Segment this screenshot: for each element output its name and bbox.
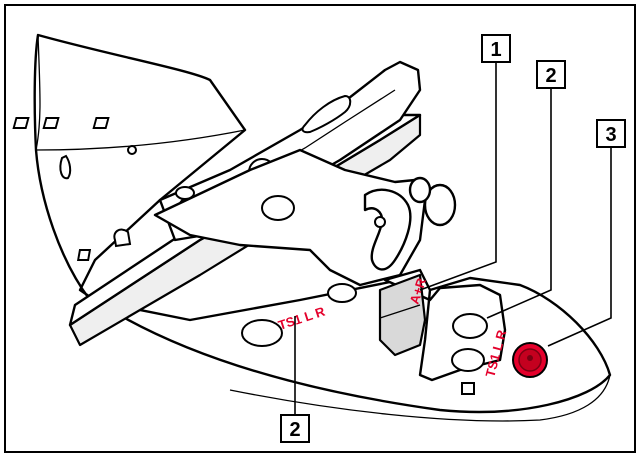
callout-2-bottom-label: 2 [289, 419, 300, 441]
clamp-edge [189, 234, 311, 251]
right-knob [423, 183, 457, 227]
bracket-hole-2 [451, 348, 485, 372]
leader-1 [419, 62, 497, 291]
plate-hole-1 [241, 319, 283, 347]
clamp-hole [261, 195, 295, 221]
disc-slot-4 [76, 249, 92, 261]
disc-slot-2 [42, 117, 60, 129]
bracket-block-edge [379, 304, 421, 319]
callout-3-label: 3 [605, 124, 616, 146]
disc-thickness-line [229, 374, 611, 422]
callout-2-bottom: 2 [280, 414, 310, 443]
clip-pin [374, 216, 386, 228]
callout-2-right-label: 2 [545, 65, 556, 87]
figure-frame [4, 4, 636, 453]
right-knob-rear [408, 176, 432, 204]
disc-edge-line-2 [35, 34, 41, 151]
disc-slot-3 [92, 117, 110, 129]
callout-1: 1 [481, 34, 511, 63]
disc-slot-5 [461, 382, 475, 395]
leader-3 [547, 147, 612, 347]
bracket-block [378, 273, 427, 357]
disc-pin-hole [127, 145, 137, 155]
callout-3: 3 [596, 119, 626, 148]
plate-hole-2 [327, 283, 357, 303]
disc-edge-line [35, 129, 246, 151]
disc-slot-1 [12, 117, 30, 129]
bracket-hole-1 [452, 313, 488, 339]
disc-clip [113, 228, 132, 248]
callout-2-right: 2 [536, 60, 566, 89]
disc-tab [59, 154, 72, 180]
upper-arm-slot [301, 94, 352, 134]
callout-1-label: 1 [490, 39, 501, 61]
leader-2-right [486, 88, 552, 319]
plate-hole-3 [175, 186, 195, 200]
red-marker-center [527, 355, 533, 361]
